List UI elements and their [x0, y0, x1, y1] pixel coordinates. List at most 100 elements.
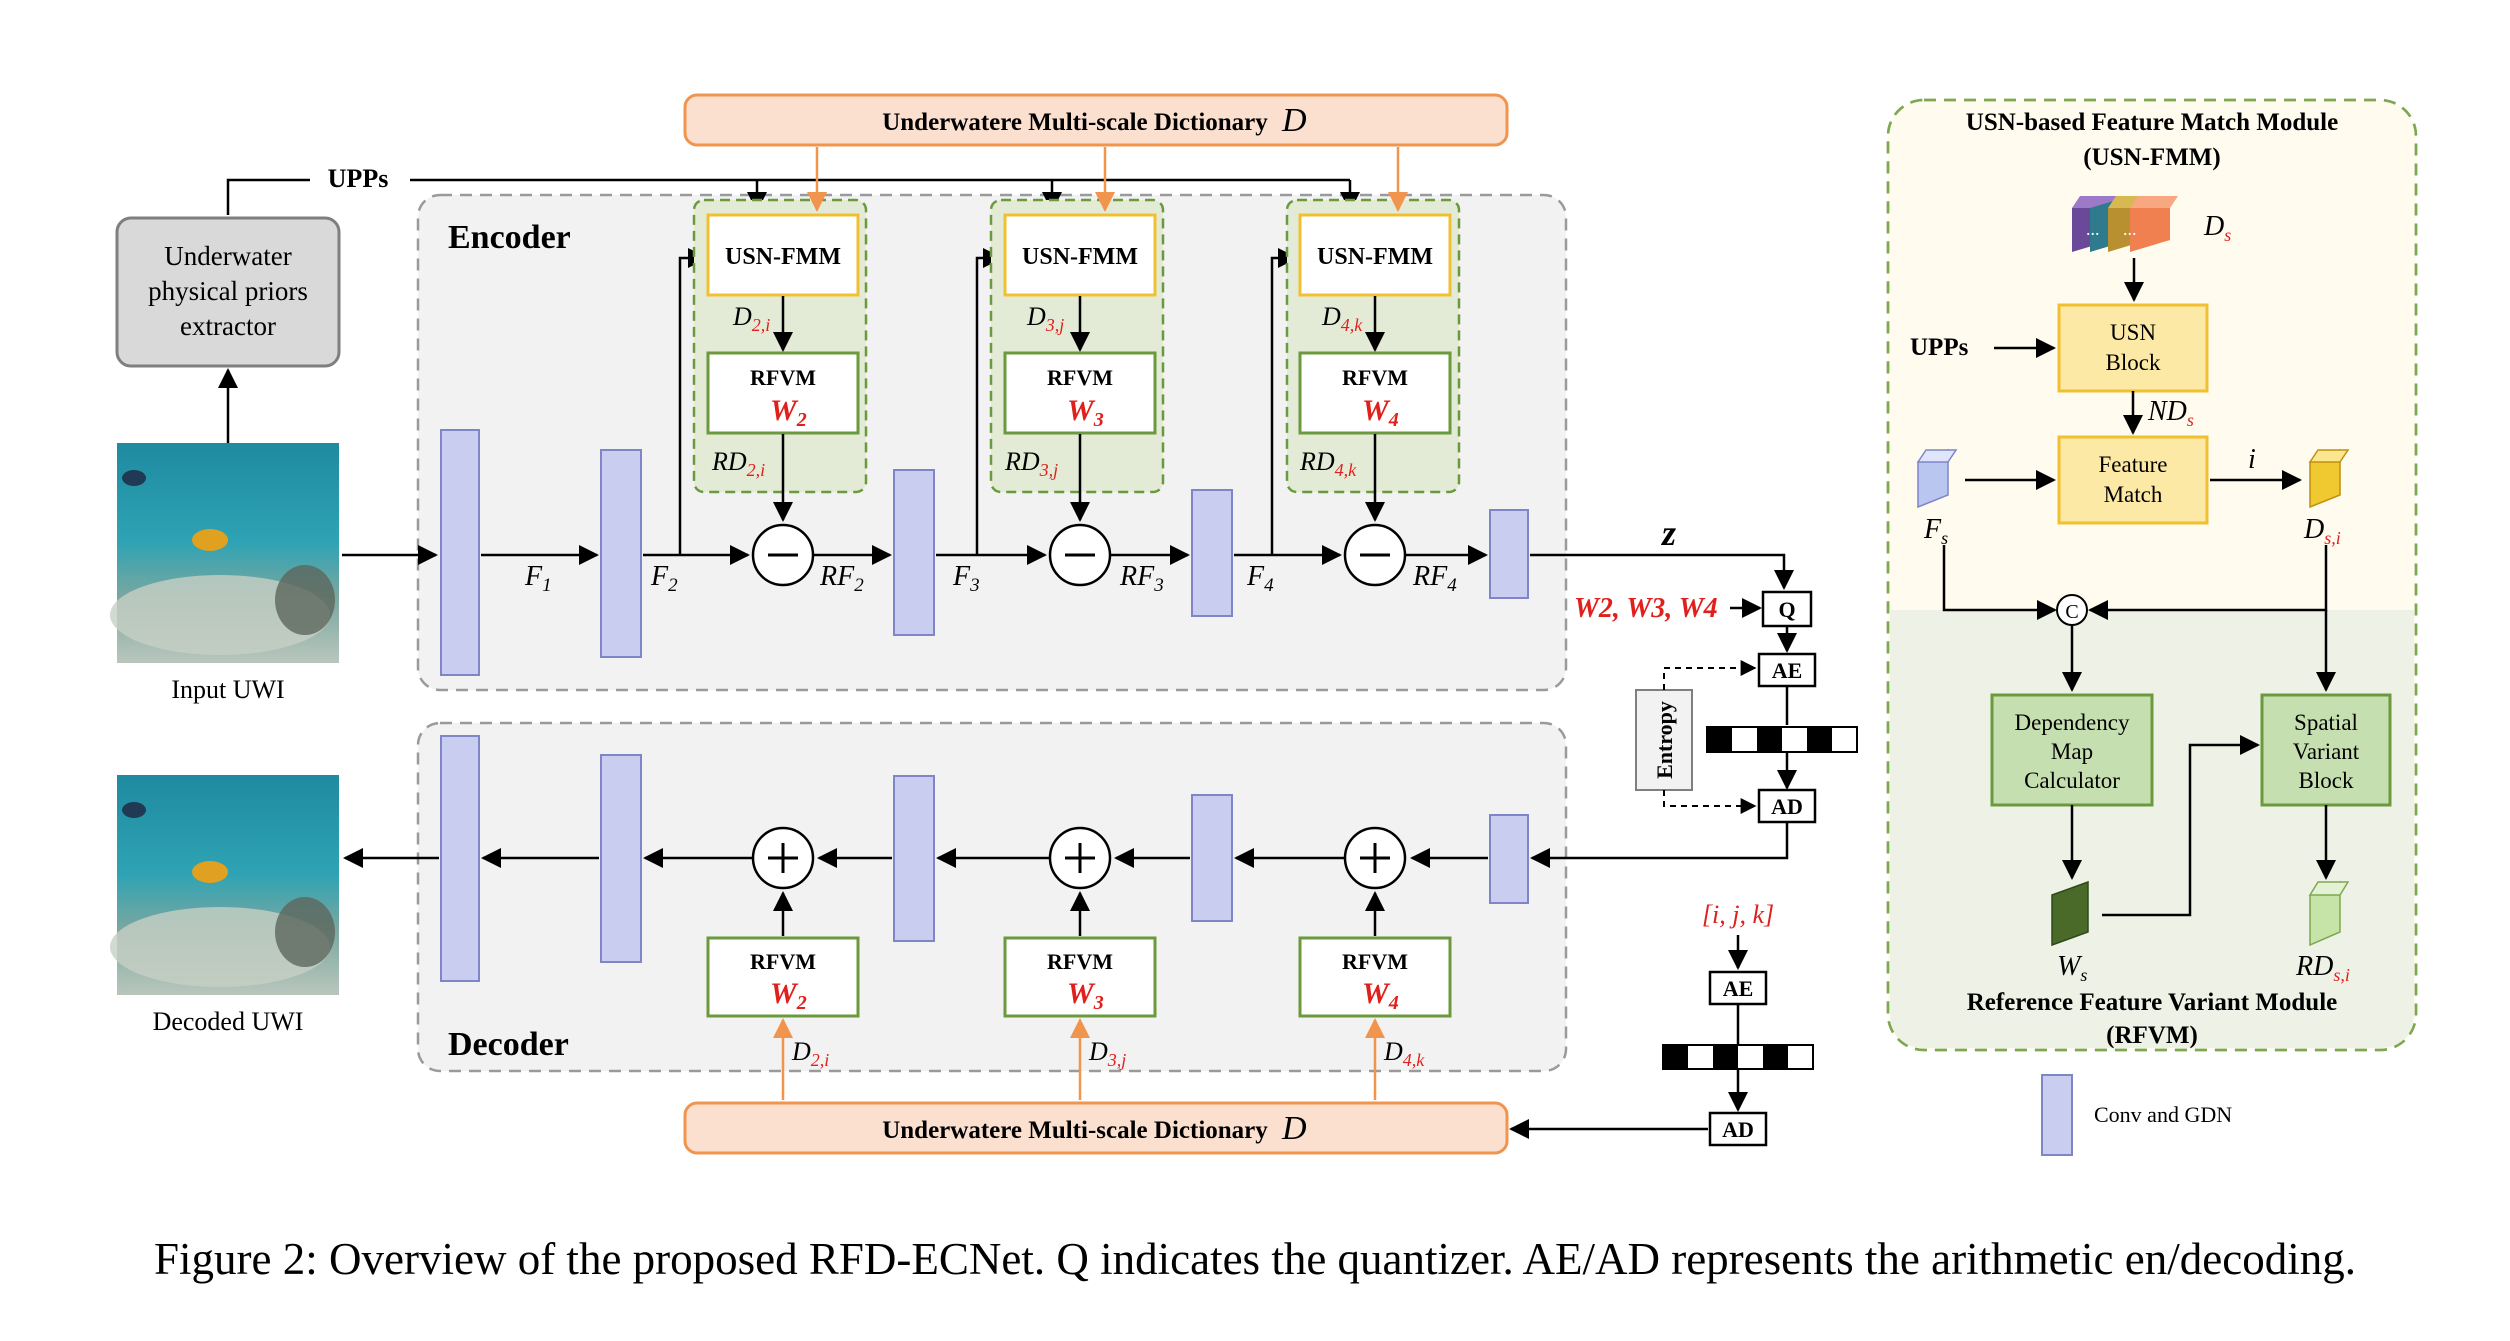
- ae-box-top: [1757, 652, 1817, 688]
- rfvm-dec-2-weight: W2: [770, 977, 807, 1014]
- decoded-uwi-image: [110, 775, 339, 995]
- ad-label-bottom: AD: [1722, 1117, 1754, 1142]
- dec-conv5: [440, 735, 480, 982]
- ae-box-bottom: [1708, 970, 1768, 1006]
- extractor-line3: extractor: [180, 311, 276, 341]
- fs-cube-icon: [1916, 448, 1958, 509]
- top-dictionary-box: [683, 93, 1509, 147]
- ws-to-svb: [2102, 735, 2260, 917]
- legend-conv-swatch: [2041, 1074, 2073, 1156]
- svg-text:...: ...: [2123, 219, 2137, 239]
- upps-label: UPPs: [328, 164, 389, 193]
- quantizer-label: Q: [1778, 597, 1795, 622]
- rfvm-dec-3-weight: W3: [1067, 977, 1104, 1014]
- usn-fmm-2: [706, 213, 860, 297]
- rds-cube-icon: [2308, 880, 2350, 947]
- extractor-line1: Underwater: [164, 241, 291, 271]
- ws-label: Ws: [2057, 951, 2087, 985]
- ds-label: Ds: [2203, 211, 2231, 245]
- dependency-line3: Calculator: [2024, 768, 2120, 793]
- rfvm-enc-3-label: RFVM: [1047, 365, 1113, 390]
- input-uwi-image: [110, 443, 339, 663]
- ad-label-top: AD: [1771, 794, 1803, 819]
- decoded-caption: Decoded UWI: [153, 1007, 304, 1036]
- dsi-label: Ds,i: [2303, 514, 2341, 548]
- svb-line3: Block: [2299, 768, 2354, 793]
- decoder-panel: [416, 721, 1568, 1073]
- decoder-title: Decoder: [448, 1026, 569, 1063]
- usn-fmm-3-label: USN-FMM: [1022, 244, 1138, 270]
- bitstream-top: [1706, 726, 1858, 753]
- feature-match-line1: Feature: [2099, 452, 2168, 477]
- bitstream-bottom: [1662, 1044, 1814, 1070]
- rfvm-dec-3-label: RFVM: [1047, 949, 1113, 974]
- entropy-to-ae: [1663, 660, 1757, 690]
- usn-block-line2: Block: [2106, 350, 2161, 375]
- f1-label: F1: [524, 561, 552, 596]
- dec-d4k-label: D4,k: [1383, 1037, 1425, 1070]
- feature-match-block: [2057, 435, 2209, 525]
- svb-line2: Variant: [2293, 739, 2360, 764]
- rfvm-title-line1: Reference Feature Variant Module: [1967, 989, 2338, 1016]
- upp-extractor-box: [115, 216, 341, 368]
- entropy-label: Entropy: [1652, 701, 1677, 779]
- dec-conv2: [1191, 794, 1233, 922]
- top-dictionary-label: Underwatere Multi-scale Dictionary: [882, 109, 1268, 136]
- dependency-line2: Map: [2051, 739, 2093, 764]
- fmm-title-line1: USN-based Feature Match Module: [1966, 109, 2338, 136]
- dsi-cube-icon: [2308, 448, 2350, 509]
- rf4-label: RF4: [1412, 561, 1457, 596]
- enc-conv1: [440, 429, 480, 676]
- f2-label: F2: [650, 561, 678, 596]
- spatial-variant-block: [2260, 693, 2392, 807]
- encoder-title: Encoder: [448, 219, 571, 256]
- entropy-to-ad: [1663, 790, 1757, 814]
- rfvm-dec-4: [1298, 936, 1452, 1018]
- d2i-label: D2,i: [732, 302, 770, 335]
- d4k-label: D4,k: [1321, 302, 1363, 335]
- rfvm-dec-4-weight: W4: [1362, 977, 1399, 1014]
- upps-line: [226, 178, 1350, 215]
- enc-conv5: [1489, 509, 1529, 599]
- dec-conv3: [893, 775, 935, 942]
- extractor-line2: physical priors: [148, 276, 308, 306]
- bottom-dictionary-box: [683, 1101, 1509, 1155]
- usn-fmm-4-label: USN-FMM: [1317, 244, 1433, 270]
- ws-cube-icon: [2051, 880, 2089, 947]
- ad-to-decoder: [1530, 822, 1789, 868]
- bottom-dictionary-label: Underwatere Multi-scale Dictionary: [882, 1117, 1268, 1144]
- nds-label: NDs: [2147, 396, 2194, 430]
- usn-fmm-3: [1003, 213, 1157, 297]
- svg-text:...: ...: [2086, 219, 2100, 239]
- rfvm-enc-4-label: RFVM: [1342, 365, 1408, 390]
- rfvm-dec-2-label: RFVM: [750, 949, 816, 974]
- dec-d2i-label: D2,i: [791, 1037, 829, 1070]
- rfvm-enc-2: [706, 351, 860, 435]
- dec-conv1: [1489, 814, 1529, 904]
- rfvm-enc-3: [1003, 351, 1157, 435]
- rfvm-enc-4: [1298, 351, 1452, 435]
- dec-d3j-label: D3,j: [1088, 1037, 1126, 1070]
- fmm-upps-label: UPPs: [1910, 334, 1969, 361]
- rfvm-enc-2-weight: W2: [770, 394, 807, 431]
- input-caption: Input UWI: [171, 675, 284, 704]
- d3j-label: D3,j: [1026, 302, 1064, 335]
- dictionary-stack-icon: ... ...: [2072, 196, 2178, 252]
- weights-to-q-label: W2, W3, W4: [1574, 593, 1718, 624]
- rf3-label: RF3: [1119, 561, 1164, 596]
- fs-to-concat: [1942, 545, 2057, 620]
- figure-caption: Figure 2: Overview of the proposed RFD-E…: [154, 1234, 2356, 1284]
- top-dictionary-symbol: D: [1281, 102, 1307, 139]
- rfvm-enc-4-weight: W4: [1362, 394, 1399, 431]
- enc-conv2: [600, 449, 642, 658]
- indices-label: [i, j, k]: [1702, 900, 1774, 929]
- f3-label: F3: [952, 561, 980, 596]
- usn-fmm-2-label: USN-FMM: [725, 244, 841, 270]
- rfvm-title-line2: (RFVM): [2106, 1022, 2198, 1049]
- ad-box-bottom: [1708, 1111, 1768, 1147]
- dec-conv4: [600, 754, 642, 963]
- rfvm-dec-4-label: RFVM: [1342, 949, 1408, 974]
- usn-fmm-4: [1298, 213, 1452, 297]
- f4-label: F4: [1246, 561, 1274, 596]
- z-label: z: [1660, 513, 1676, 553]
